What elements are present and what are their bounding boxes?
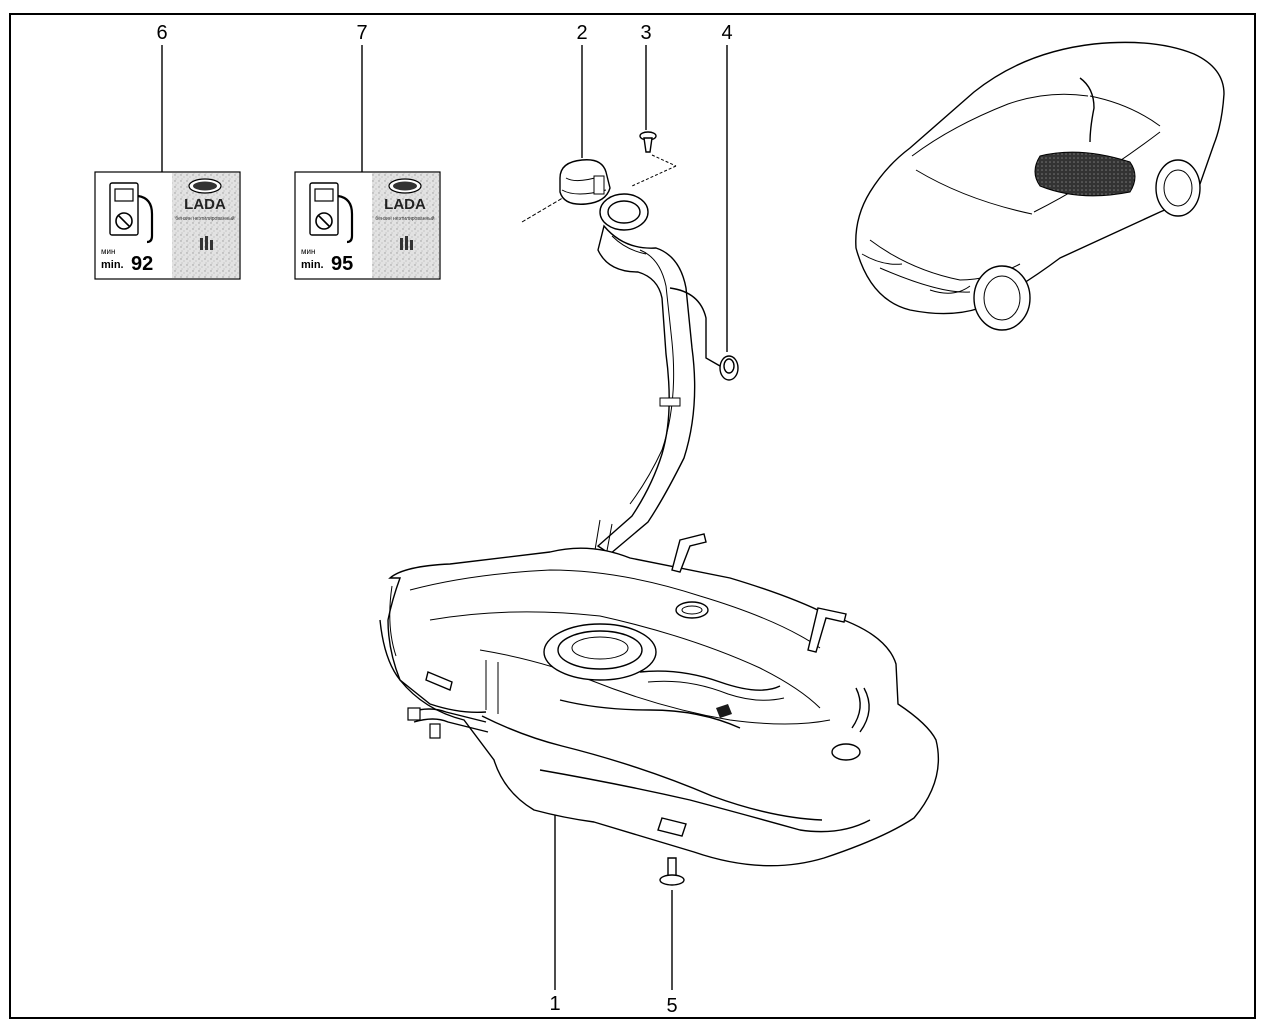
fuel-label-95: LADA бензин неэтилированный мин min. 95 [294,171,441,280]
callout-6: 6 [156,22,167,44]
label92-min-ru: мин [101,247,115,256]
fuel-label-92: LADA бензин неэтилированный мин min. 92 [94,171,241,280]
bolt-item-5 [659,857,685,886]
label95-brand: LADA [384,196,426,213]
label92-brand: LADA [184,196,226,213]
car-inset [855,41,1225,331]
filler-neck-pipe [593,193,721,557]
grommet-item-4 [719,355,739,381]
fuel-pump-icon [109,182,154,244]
label95-fine-text: бензин неэтилированный [375,215,434,222]
label92-min: min. [101,259,124,271]
lada-logo-icon [188,178,222,194]
drop-icon [200,236,213,250]
frame-border [9,13,1256,1019]
lada-logo-icon [388,178,422,194]
label95-min-ru: мин [301,247,315,256]
callout-2: 2 [576,22,587,44]
callout-3: 3 [640,22,651,44]
drop-icon [400,236,413,250]
label92-fine-text: бензин неэтилированный [175,215,234,222]
callout-7: 7 [356,22,367,44]
car-tank-highlight [1034,151,1136,197]
fuel-cap [521,159,611,223]
callout-4: 4 [721,22,732,44]
callout-5: 5 [666,995,677,1017]
label92-octane: 92 [131,253,153,275]
fuel-pump-icon [309,182,354,244]
leader-lines [161,45,728,990]
screw-item-3 [631,131,677,187]
label95-min: min. [301,259,324,271]
fuel-tank [379,533,940,867]
callout-1: 1 [549,993,560,1015]
label95-octane: 95 [331,253,353,275]
